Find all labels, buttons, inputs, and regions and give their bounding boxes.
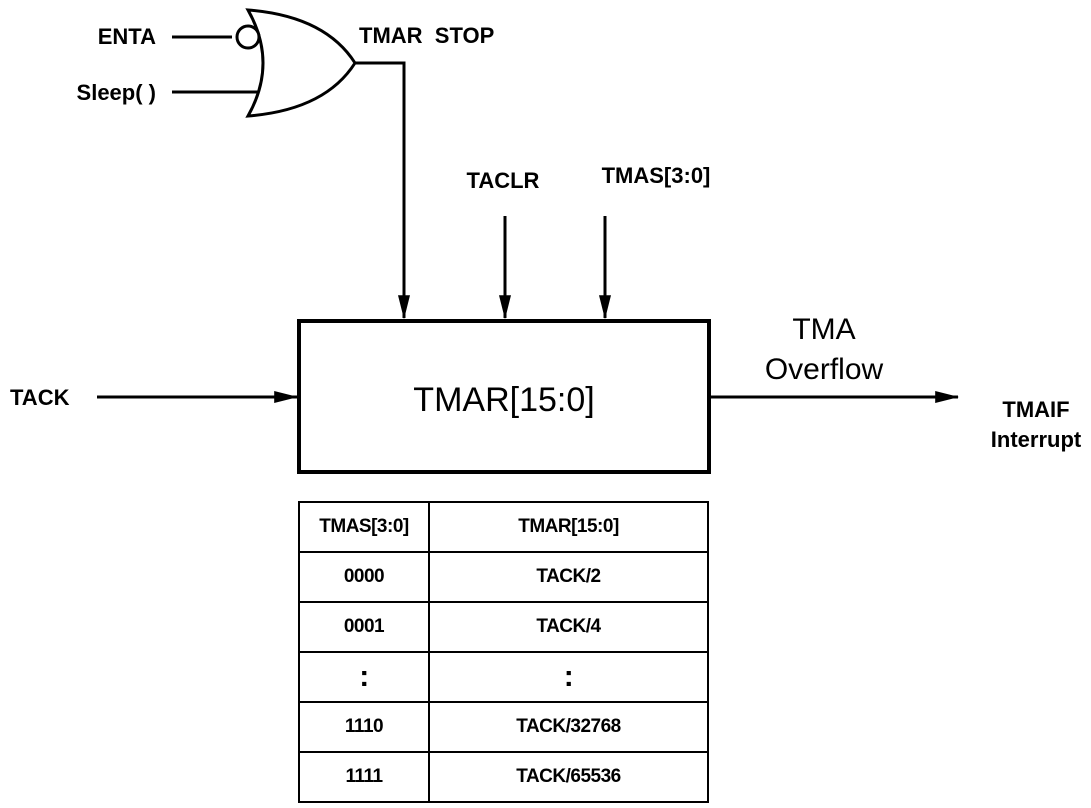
table-cell: TACK/32768 xyxy=(428,701,709,753)
table-row: 1110 TACK/32768 xyxy=(298,701,709,753)
prescaler-table: TMAS[3:0] TMAR[15:0] 0000 TACK/2 0001 TA… xyxy=(298,501,709,803)
tack-label: TACK xyxy=(10,385,70,410)
block-label: TMAR[15:0] xyxy=(413,381,594,419)
overflow-label-line1: TMA xyxy=(792,313,855,346)
table-row: 0001 TACK/4 xyxy=(298,601,709,653)
table-cell: 0001 xyxy=(298,601,430,653)
table-row: : : xyxy=(298,651,709,703)
table-cell: TACK/4 xyxy=(428,601,709,653)
table-cell: 1110 xyxy=(298,701,430,753)
table-cell: TACK/2 xyxy=(428,551,709,603)
table-row: 1111 TACK/65536 xyxy=(298,751,709,803)
table-cell: : xyxy=(298,651,430,703)
tmar-stop-wire xyxy=(355,61,410,320)
table-row: 0000 TACK/2 xyxy=(298,551,709,603)
or-gate xyxy=(245,8,357,118)
table-header: TMAS[3:0] xyxy=(298,501,430,553)
table-cell: TACK/65536 xyxy=(428,751,709,803)
inversion-bubble xyxy=(235,24,261,50)
tmas-label: TMAS[3:0] xyxy=(602,163,711,188)
taclr-label: TACLR xyxy=(467,168,540,193)
tmar-block xyxy=(297,319,711,474)
tmar-stop-label: TMAR STOP xyxy=(359,23,494,48)
table-cell: 0000 xyxy=(298,551,430,603)
interrupt-label-line2: Interrupt xyxy=(991,427,1082,452)
table-cell: 1111 xyxy=(298,751,430,803)
table-header-row: TMAS[3:0] TMAR[15:0] xyxy=(298,501,709,553)
sleep-label: Sleep( ) xyxy=(77,80,156,105)
enta-label: ENTA xyxy=(98,24,156,49)
overflow-label-line2: Overflow xyxy=(765,353,884,386)
table-header: TMAR[15:0] xyxy=(428,501,709,553)
table-cell: : xyxy=(428,651,709,703)
interrupt-label-line1: TMAIF xyxy=(1002,397,1069,422)
